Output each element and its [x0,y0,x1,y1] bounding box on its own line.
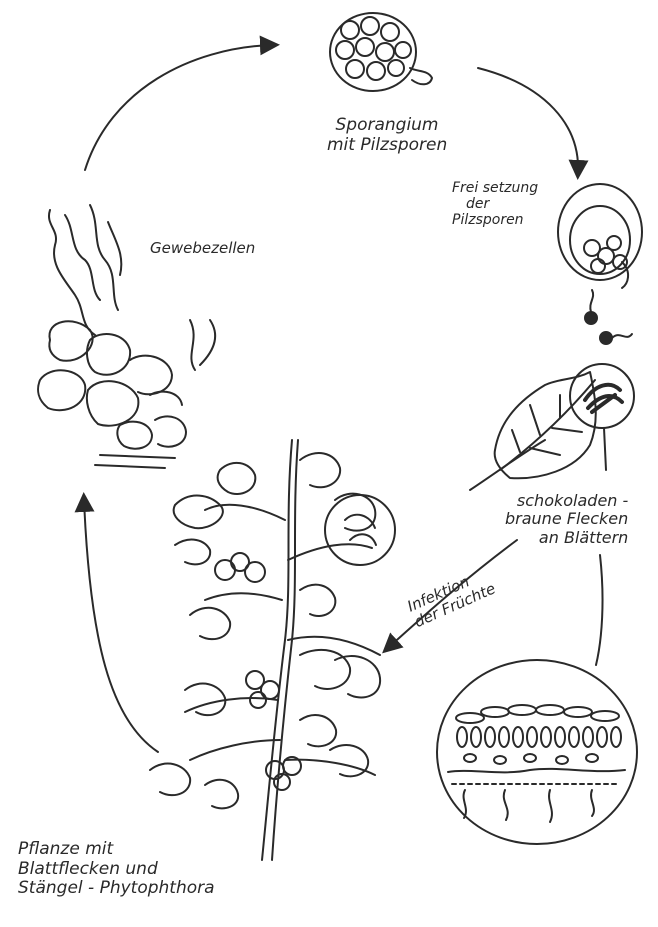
tissue-cells-label: Gewebezellen [150,240,255,257]
sporangium-drawing [330,13,432,91]
arrow-leaf-to-microscope [596,555,603,665]
spore-release-label-line3: Pilzsporen [452,212,538,228]
plant-label: Pflanze mit Blattflecken und Stängel - P… [18,840,215,899]
leaf-cross-section-drawing [437,660,637,844]
leaf-spots-label: schokoladen - braune Flecken an Blättern [505,492,628,547]
spore-release-label-line2: der [452,196,538,212]
spore-release-drawing [558,184,642,344]
sporangium-label-line1: Sporangium [327,116,447,136]
arrow-to-release [478,68,578,172]
sporangium-label-line2: mit Pilzsporen [327,136,447,156]
leaf-spots-label-line3: an Blättern [505,529,628,547]
plant-label-line2: Blattflecken und [18,860,215,880]
arrow-to-sporangium [85,45,272,170]
infected-leaf-drawing [470,364,634,490]
spore-release-label: Frei setzung der Pilzsporen [452,180,538,228]
tomato-plant-drawing [150,440,395,860]
plant-label-line1: Pflanze mit [18,840,215,860]
leaf-spots-label-line2: braune Flecken [505,510,628,528]
plant-label-line3: Stängel - Phytophthora [18,879,215,899]
arrow-plant-to-tissue [84,500,158,752]
sporangium-label: Sporangium mit Pilzsporen [327,116,447,155]
spore-release-label-line1: Frei setzung [452,180,538,196]
leaf-spots-label-line1: schokoladen - [505,492,628,510]
